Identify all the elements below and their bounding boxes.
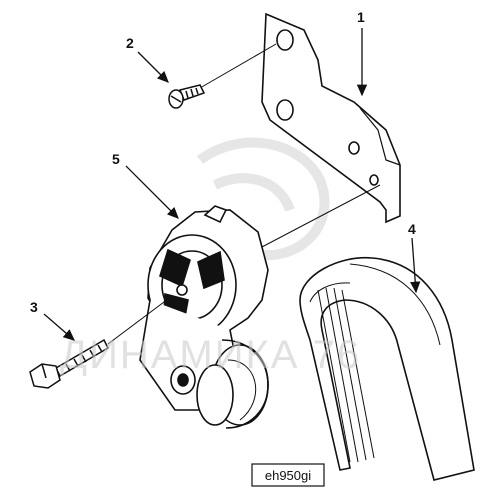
- callout-2: 2: [126, 35, 134, 51]
- serpentine-belt: [299, 256, 475, 481]
- watermark-swirl: [197, 137, 330, 261]
- callout-3: 3: [30, 299, 38, 315]
- tensioner-bolt: [29, 295, 173, 389]
- bolt-axis-line: [199, 43, 277, 89]
- bracket-plate: [261, 12, 401, 224]
- alignment-line: [259, 184, 381, 249]
- callout-1: 1: [357, 9, 365, 25]
- watermark-text: ДИНАМИКА 76: [60, 333, 361, 377]
- figure-code-box: eh950gi: [251, 463, 325, 487]
- callout-5: 5: [112, 151, 120, 167]
- leader-line-5: [125, 165, 179, 219]
- leader-line-2: [137, 51, 169, 83]
- figure-code: eh950gi: [265, 468, 311, 483]
- leader-line-4: [410, 237, 421, 294]
- leader-line-3: [43, 313, 75, 341]
- belt-tensioner: [139, 205, 269, 429]
- mounting-screw: [168, 84, 206, 109]
- callout-4: 4: [408, 221, 416, 237]
